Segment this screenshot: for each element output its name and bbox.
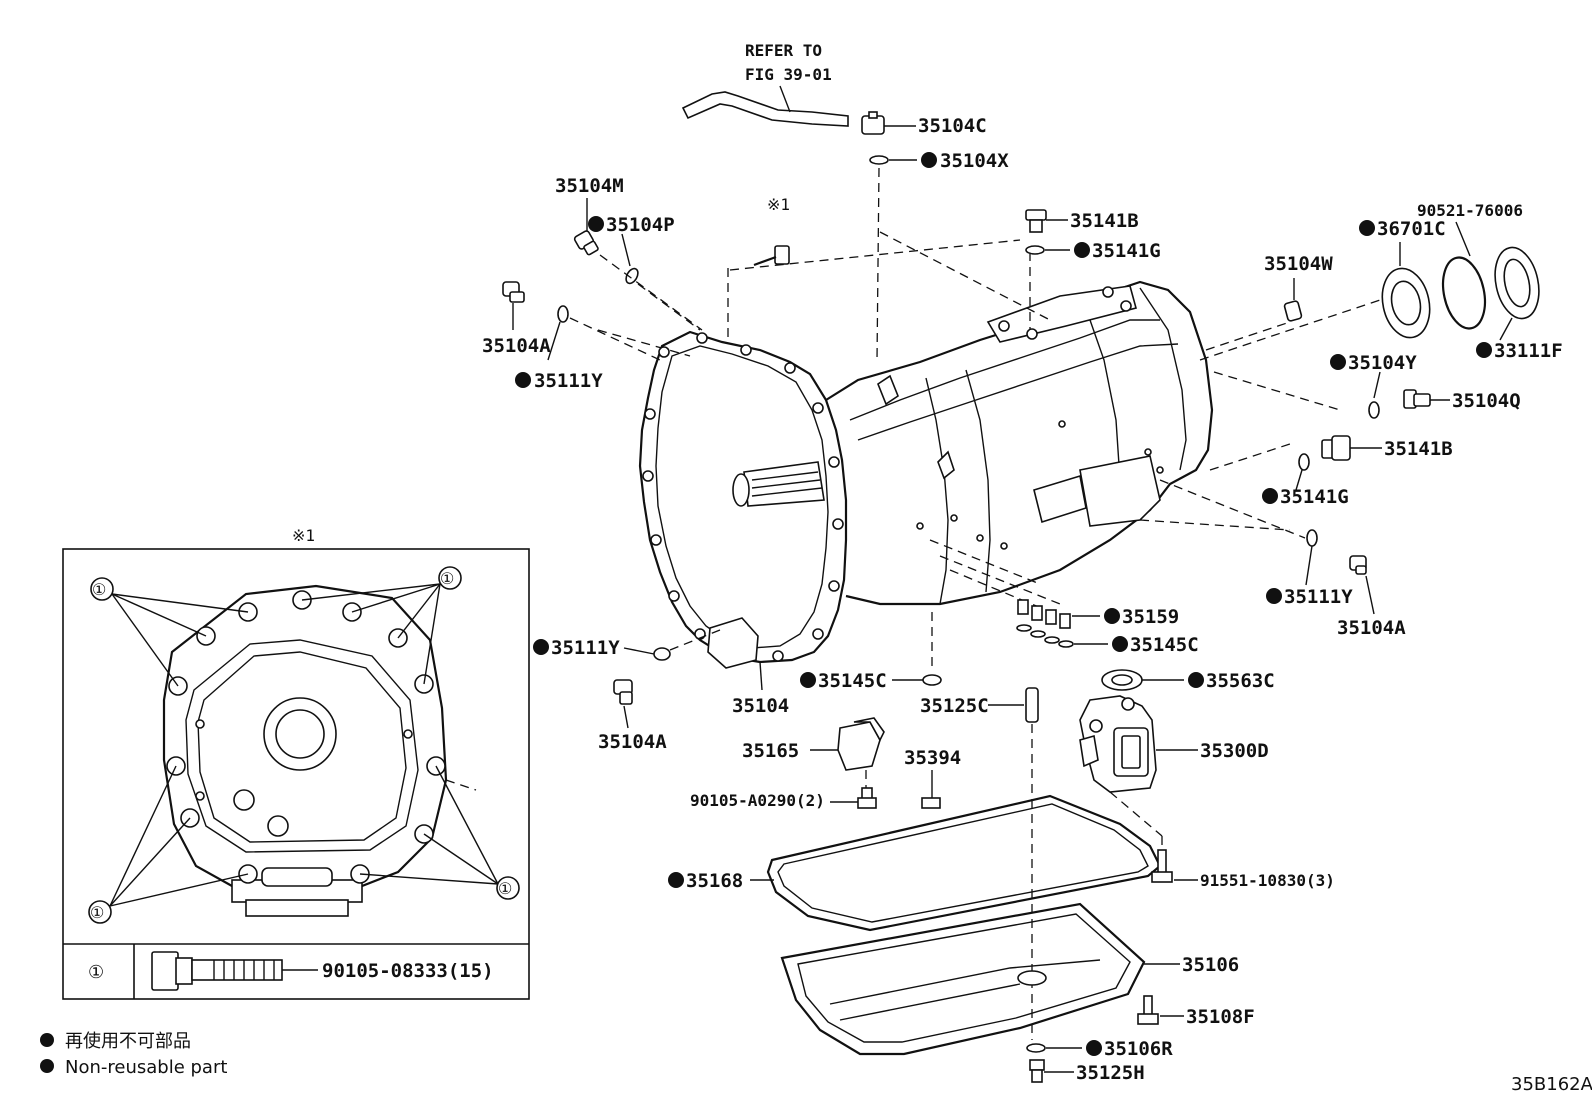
label-35141G-right: 35141G bbox=[1280, 486, 1349, 508]
bolt-note1 bbox=[753, 245, 790, 267]
inset-panel bbox=[62, 548, 530, 1000]
label-35104Y: 35104Y bbox=[1348, 352, 1417, 374]
label-35104: 35104 bbox=[732, 695, 789, 717]
refer-note-line2: FIG 39-01 bbox=[745, 65, 832, 84]
label-90521-76006: 90521-76006 bbox=[1417, 201, 1523, 220]
nonreusable-dot bbox=[921, 152, 937, 168]
bell-flange-holes bbox=[642, 332, 844, 662]
label-35104A-left: 35104A bbox=[482, 335, 551, 357]
seal-35563C bbox=[1101, 669, 1143, 691]
callout-1-bottom-left: ① bbox=[90, 903, 104, 922]
legend-en: Non-reusable part bbox=[65, 1057, 227, 1078]
plug-35125H bbox=[1029, 1059, 1045, 1083]
breather-plug bbox=[861, 111, 916, 135]
label-35125C: 35125C bbox=[920, 695, 989, 717]
label-35168: 35168 bbox=[686, 870, 743, 892]
plug-35104A-left bbox=[502, 281, 525, 303]
label-35141B-top: 35141B bbox=[1070, 210, 1139, 232]
label-35104W: 35104W bbox=[1264, 253, 1333, 275]
washer-35145C-center bbox=[922, 674, 942, 686]
plug-35141B-top bbox=[1025, 209, 1047, 233]
inset-callout-key: ① bbox=[88, 962, 104, 983]
label-35104M: 35104M bbox=[555, 175, 624, 197]
label-35111Y-bottom: 35111Y bbox=[551, 637, 620, 659]
inset-title: ※1 bbox=[292, 526, 315, 545]
pin-35104W bbox=[1283, 300, 1303, 322]
bracket-35165 bbox=[837, 717, 885, 771]
label-90105-08333: 90105-08333(15) bbox=[322, 960, 494, 982]
parts-35159-group bbox=[1016, 599, 1074, 648]
gasket-35168 bbox=[766, 794, 1162, 932]
plug-35104A-right bbox=[1349, 555, 1367, 575]
label-35104X: 35104X bbox=[940, 150, 1009, 172]
pipe-35125C bbox=[1025, 687, 1039, 723]
label-35165: 35165 bbox=[742, 740, 799, 762]
label-35104C: 35104C bbox=[918, 115, 987, 137]
label-35104Q: 35104Q bbox=[1452, 390, 1521, 412]
label-35104A-bottom: 35104A bbox=[598, 731, 667, 753]
bolt-90105-08333 bbox=[151, 951, 283, 991]
plug-35104Q bbox=[1403, 389, 1431, 409]
label-35563C: 35563C bbox=[1206, 670, 1275, 692]
figure-code: 35B162A bbox=[1511, 1074, 1592, 1095]
label-35111Y-right: 35111Y bbox=[1284, 586, 1353, 608]
callout-1-top-right: ① bbox=[440, 569, 454, 588]
oil-seal-33111F bbox=[1494, 246, 1540, 320]
oil-pan-35106 bbox=[780, 902, 1146, 1056]
magnet-35394 bbox=[921, 797, 941, 809]
note-mark-1: ※1 bbox=[767, 195, 790, 214]
legend-jp: 再使用不可部品 bbox=[65, 1031, 191, 1052]
label-35106R: 35106R bbox=[1104, 1038, 1173, 1060]
oring-35104P bbox=[625, 267, 639, 285]
label-35141B-right: 35141B bbox=[1384, 438, 1453, 460]
plug-35104M bbox=[573, 230, 599, 256]
gasket-35106R bbox=[1026, 1043, 1046, 1053]
plug-35104A-bottom bbox=[613, 679, 633, 705]
label-35300D: 35300D bbox=[1200, 740, 1269, 762]
oring-35104Y bbox=[1368, 401, 1380, 419]
label-35106: 35106 bbox=[1182, 954, 1239, 976]
label-91551-10830: 91551-10830(3) bbox=[1200, 871, 1335, 890]
breather-hose bbox=[681, 85, 849, 127]
legend-dot-en bbox=[40, 1059, 54, 1073]
plug-35141B-right bbox=[1321, 435, 1351, 461]
label-35111Y-left: 35111Y bbox=[534, 370, 603, 392]
solenoid-35300D bbox=[1079, 695, 1157, 793]
bolt-91551 bbox=[1151, 849, 1173, 883]
label-90105-A0290: 90105-A0290(2) bbox=[690, 791, 825, 810]
oring-35104X bbox=[869, 155, 889, 165]
label-33111F: 33111F bbox=[1494, 340, 1563, 362]
label-36701C: 36701C bbox=[1377, 218, 1446, 240]
label-35145C-right: 35145C bbox=[1130, 634, 1199, 656]
oring-35111Y-bottom bbox=[653, 647, 671, 661]
refer-note-line1: REFER TO bbox=[745, 41, 822, 60]
label-35394: 35394 bbox=[904, 747, 961, 769]
label-35104P: 35104P bbox=[606, 214, 675, 236]
bolt-90105-A0290 bbox=[857, 787, 877, 809]
label-35108F: 35108F bbox=[1186, 1006, 1255, 1028]
legend-dot-jp bbox=[40, 1033, 54, 1047]
label-35159: 35159 bbox=[1122, 606, 1179, 628]
snap-ring-90521 bbox=[1441, 256, 1487, 330]
oring-35141G-right bbox=[1298, 453, 1310, 471]
label-35141G-top: 35141G bbox=[1092, 240, 1161, 262]
transmission-case bbox=[638, 280, 1214, 669]
label-35104A-right: 35104A bbox=[1337, 617, 1406, 639]
label-35125H: 35125H bbox=[1076, 1062, 1145, 1084]
bolt-35108F bbox=[1137, 995, 1159, 1025]
oring-35111Y-right bbox=[1306, 529, 1318, 547]
callout-1-bottom-right: ① bbox=[498, 879, 512, 898]
oring-35111Y-left bbox=[557, 305, 569, 323]
bearing-36701C bbox=[1381, 267, 1431, 339]
label-35145C-center: 35145C bbox=[818, 670, 887, 692]
callout-1-top-left: ① bbox=[92, 580, 106, 599]
oring-35141G-top bbox=[1025, 245, 1045, 255]
